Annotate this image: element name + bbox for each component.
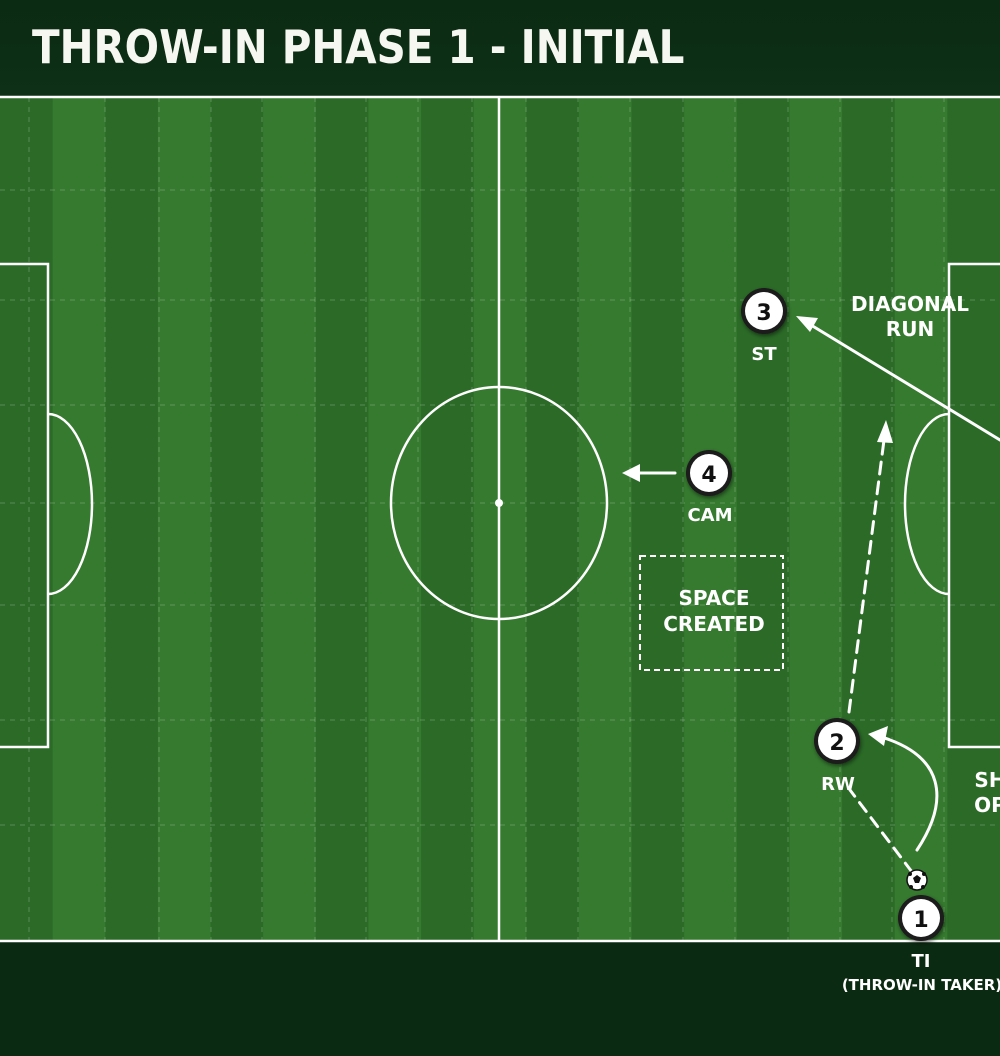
pitch-stripe bbox=[157, 97, 212, 942]
right-penalty-box bbox=[947, 262, 1000, 749]
pitch-stripe bbox=[789, 97, 843, 942]
diagonal-run-label-1: DIAGONAL bbox=[851, 292, 969, 316]
movement-arrows bbox=[630, 320, 1000, 874]
center-circle bbox=[389, 385, 609, 621]
player-st[interactable]: 3 ST bbox=[741, 288, 787, 365]
pitch-stripe bbox=[52, 97, 106, 942]
pitch-stripe bbox=[736, 97, 790, 942]
pitch-stripe bbox=[315, 97, 369, 942]
left-penalty-box bbox=[0, 262, 50, 749]
short-option-label-1: SH bbox=[974, 768, 1000, 792]
player-ti-role: TI bbox=[912, 951, 931, 972]
space-created-box bbox=[639, 555, 784, 671]
diagonal-run-label-2: RUN bbox=[886, 317, 934, 341]
player-ti-token bbox=[902, 899, 940, 937]
ball-patch-2 bbox=[922, 872, 926, 876]
player-st-role: ST bbox=[751, 344, 777, 365]
bottom-band bbox=[0, 942, 1000, 1056]
player-rw-number: 2 bbox=[829, 731, 844, 756]
player-ti-number: 1 bbox=[913, 908, 928, 933]
pitch-markings bbox=[0, 95, 1000, 943]
player-st-token bbox=[745, 292, 783, 330]
player-rw-role: RW bbox=[821, 774, 855, 795]
left-penalty-arc bbox=[47, 412, 94, 596]
pitch-stripe bbox=[368, 97, 422, 942]
right-penalty-arc bbox=[903, 412, 950, 596]
pitch-stripe bbox=[894, 97, 948, 942]
space-created-label-2: CREATED bbox=[663, 612, 765, 636]
ball-patch-4 bbox=[921, 885, 925, 889]
player-rw[interactable]: 2 RW bbox=[814, 718, 860, 795]
rw-run-arrowhead bbox=[877, 420, 893, 443]
pitch-stripe bbox=[421, 97, 475, 942]
pitch-stripe bbox=[842, 97, 896, 942]
rw-run-arrow bbox=[847, 438, 886, 714]
soccer-ball-icon bbox=[906, 869, 928, 891]
throw-curve-arrow bbox=[876, 734, 939, 852]
arrowheads bbox=[622, 316, 893, 746]
player-cam-token bbox=[690, 454, 728, 492]
pitch-stripe bbox=[263, 97, 317, 942]
cam-arrowhead bbox=[622, 464, 640, 482]
short-option-label-2: OP bbox=[974, 793, 1000, 817]
throw-curve-arrowhead bbox=[868, 726, 888, 746]
throw-pass-line bbox=[848, 788, 914, 874]
center-spot bbox=[495, 499, 503, 507]
ball-patch-1 bbox=[908, 872, 912, 876]
ball-patch-3 bbox=[909, 885, 913, 889]
pitch-stripes bbox=[0, 97, 1000, 942]
ball-patch-center bbox=[913, 875, 921, 883]
player-rw-token bbox=[818, 722, 856, 760]
pitch-stripe bbox=[0, 97, 54, 942]
space-created-label-1: SPACE bbox=[678, 586, 749, 610]
pitch-stripe bbox=[210, 97, 264, 942]
diagonal-run-arrowhead bbox=[796, 316, 818, 332]
title-bar: THROW-IN PHASE 1 - INITIAL MOVEMENT bbox=[0, 0, 1000, 144]
player-cam-role: CAM bbox=[687, 505, 732, 526]
pitch-stripe bbox=[631, 97, 685, 942]
pitch-stripe bbox=[684, 97, 738, 942]
diagonal-run-arrow bbox=[804, 320, 1000, 442]
pitch-stripe bbox=[947, 97, 1000, 942]
player-ti-note: (THROW-IN TAKER) bbox=[842, 976, 1000, 994]
player-cam[interactable]: 4 CAM bbox=[686, 450, 733, 526]
player-cam-number: 4 bbox=[701, 463, 716, 488]
pitch-stripe bbox=[105, 97, 159, 942]
player-st-number: 3 bbox=[756, 301, 771, 326]
pitch-stripe bbox=[526, 97, 580, 942]
player-ti[interactable]: 1 TI (THROW-IN TAKER) bbox=[842, 895, 1000, 994]
